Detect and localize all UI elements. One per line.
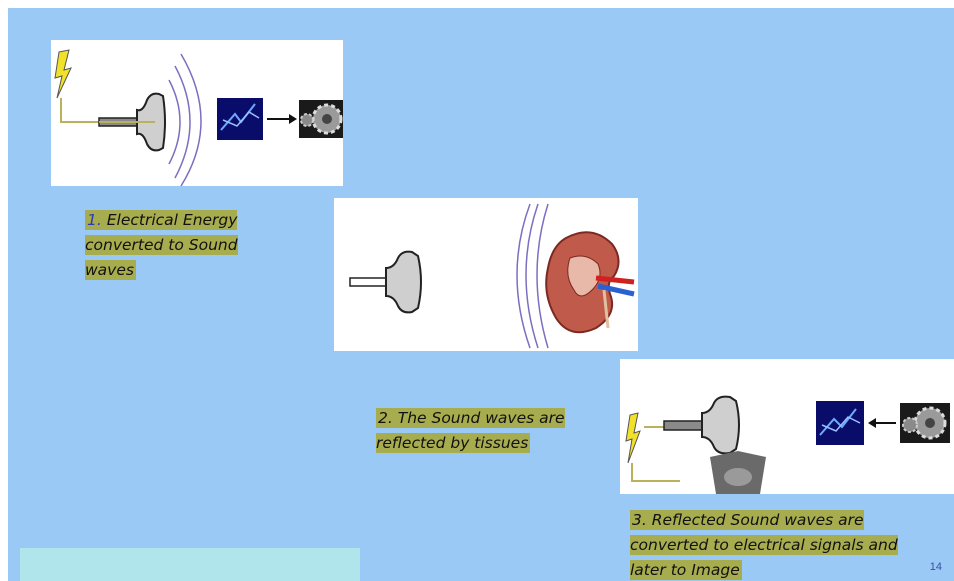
arrow-icon <box>868 418 896 428</box>
panel-electrical-to-sound <box>51 40 343 186</box>
lightning-bolt-icon <box>55 50 71 98</box>
decorative-strip <box>20 548 360 581</box>
panel-signal-to-image <box>620 359 954 494</box>
step-3-text: Reflected Sound waves are converted to e… <box>630 511 898 579</box>
ultrasound-scan-image <box>710 451 766 494</box>
panel-sound-reflection <box>334 198 638 351</box>
electric-spark-icon <box>816 401 864 445</box>
sound-waves <box>517 204 548 348</box>
gear-icon <box>900 403 950 443</box>
gear-icon <box>299 100 343 138</box>
sound-waves <box>169 54 201 186</box>
wire-line <box>632 427 680 481</box>
wire-line <box>61 98 99 122</box>
step-1-text: Electrical Energy converted to Sound wav… <box>85 211 238 279</box>
ultrasound-probe-icon <box>350 252 421 313</box>
ultrasound-probe-icon <box>99 94 165 151</box>
kidney-icon <box>546 232 634 332</box>
electric-spark-icon <box>217 98 263 140</box>
ultrasound-probe-icon <box>664 397 739 454</box>
step-3-number: 3. <box>632 511 647 529</box>
slide: 1. Electrical Energy converted to Sound … <box>8 8 954 581</box>
step-2-text: The Sound waves are reflected by tissues <box>376 409 565 452</box>
page-number: 14 <box>930 561 942 573</box>
step-2-caption: 2. The Sound waves are reflected by tiss… <box>376 406 596 456</box>
lightning-bolt-icon <box>626 413 640 463</box>
step-3-caption: 3. Reflected Sound waves are converted t… <box>630 508 930 581</box>
step-1-number: 1. <box>87 211 102 229</box>
arrow-icon <box>267 114 297 124</box>
step-2-number: 2. <box>378 409 393 427</box>
step-1-caption: 1. Electrical Energy converted to Sound … <box>85 208 285 283</box>
